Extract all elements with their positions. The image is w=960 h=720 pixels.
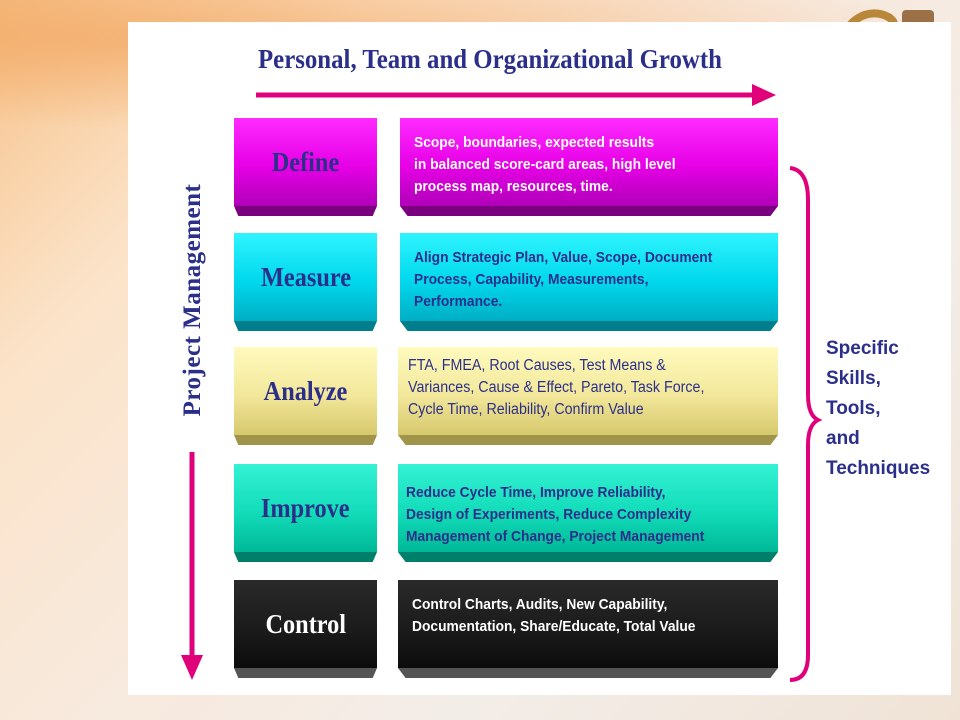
description-text-analyze: FTA, FMEA, Root Causes, Test Means & Var… xyxy=(408,357,705,418)
curly-brace-icon xyxy=(789,166,823,682)
description-improve: Reduce Cycle Time, Improve Reliability, … xyxy=(398,464,778,562)
phase-control: Control xyxy=(234,580,377,678)
skills-tools-note: Specific Skills, Tools, and Techniques xyxy=(826,338,931,479)
phase-label-analyze: Analyze xyxy=(263,375,348,406)
phase-label-measure: Measure xyxy=(260,261,351,292)
phase-analyze: Analyze xyxy=(234,347,377,445)
description-text-control: Control Charts, Audits, New Capability, … xyxy=(412,596,696,635)
phase-label-improve: Improve xyxy=(261,492,350,523)
description-analyze: FTA, FMEA, Root Causes, Test Means & Var… xyxy=(398,347,778,445)
growth-heading: Personal, Team and Organizational Growth xyxy=(258,44,722,74)
description-text-improve: Reduce Cycle Time, Improve Reliability, … xyxy=(406,484,705,545)
description-text-define: Scope, boundaries, expected results in b… xyxy=(414,134,676,195)
phase-define: Define xyxy=(234,118,377,216)
description-control: Control Charts, Audits, New Capability, … xyxy=(398,580,778,678)
phase-measure: Measure xyxy=(234,233,377,331)
description-measure: Align Strategic Plan, Value, Scope, Docu… xyxy=(400,233,778,331)
description-define: Scope, boundaries, expected results in b… xyxy=(400,118,778,216)
phase-label-control: Control xyxy=(265,608,346,639)
phase-label-define: Define xyxy=(271,146,340,177)
growth-arrow-icon xyxy=(256,84,776,106)
phase-improve: Improve xyxy=(234,464,377,562)
project-management-arrow-icon xyxy=(181,452,203,680)
description-text-measure: Align Strategic Plan, Value, Scope, Docu… xyxy=(414,249,713,310)
